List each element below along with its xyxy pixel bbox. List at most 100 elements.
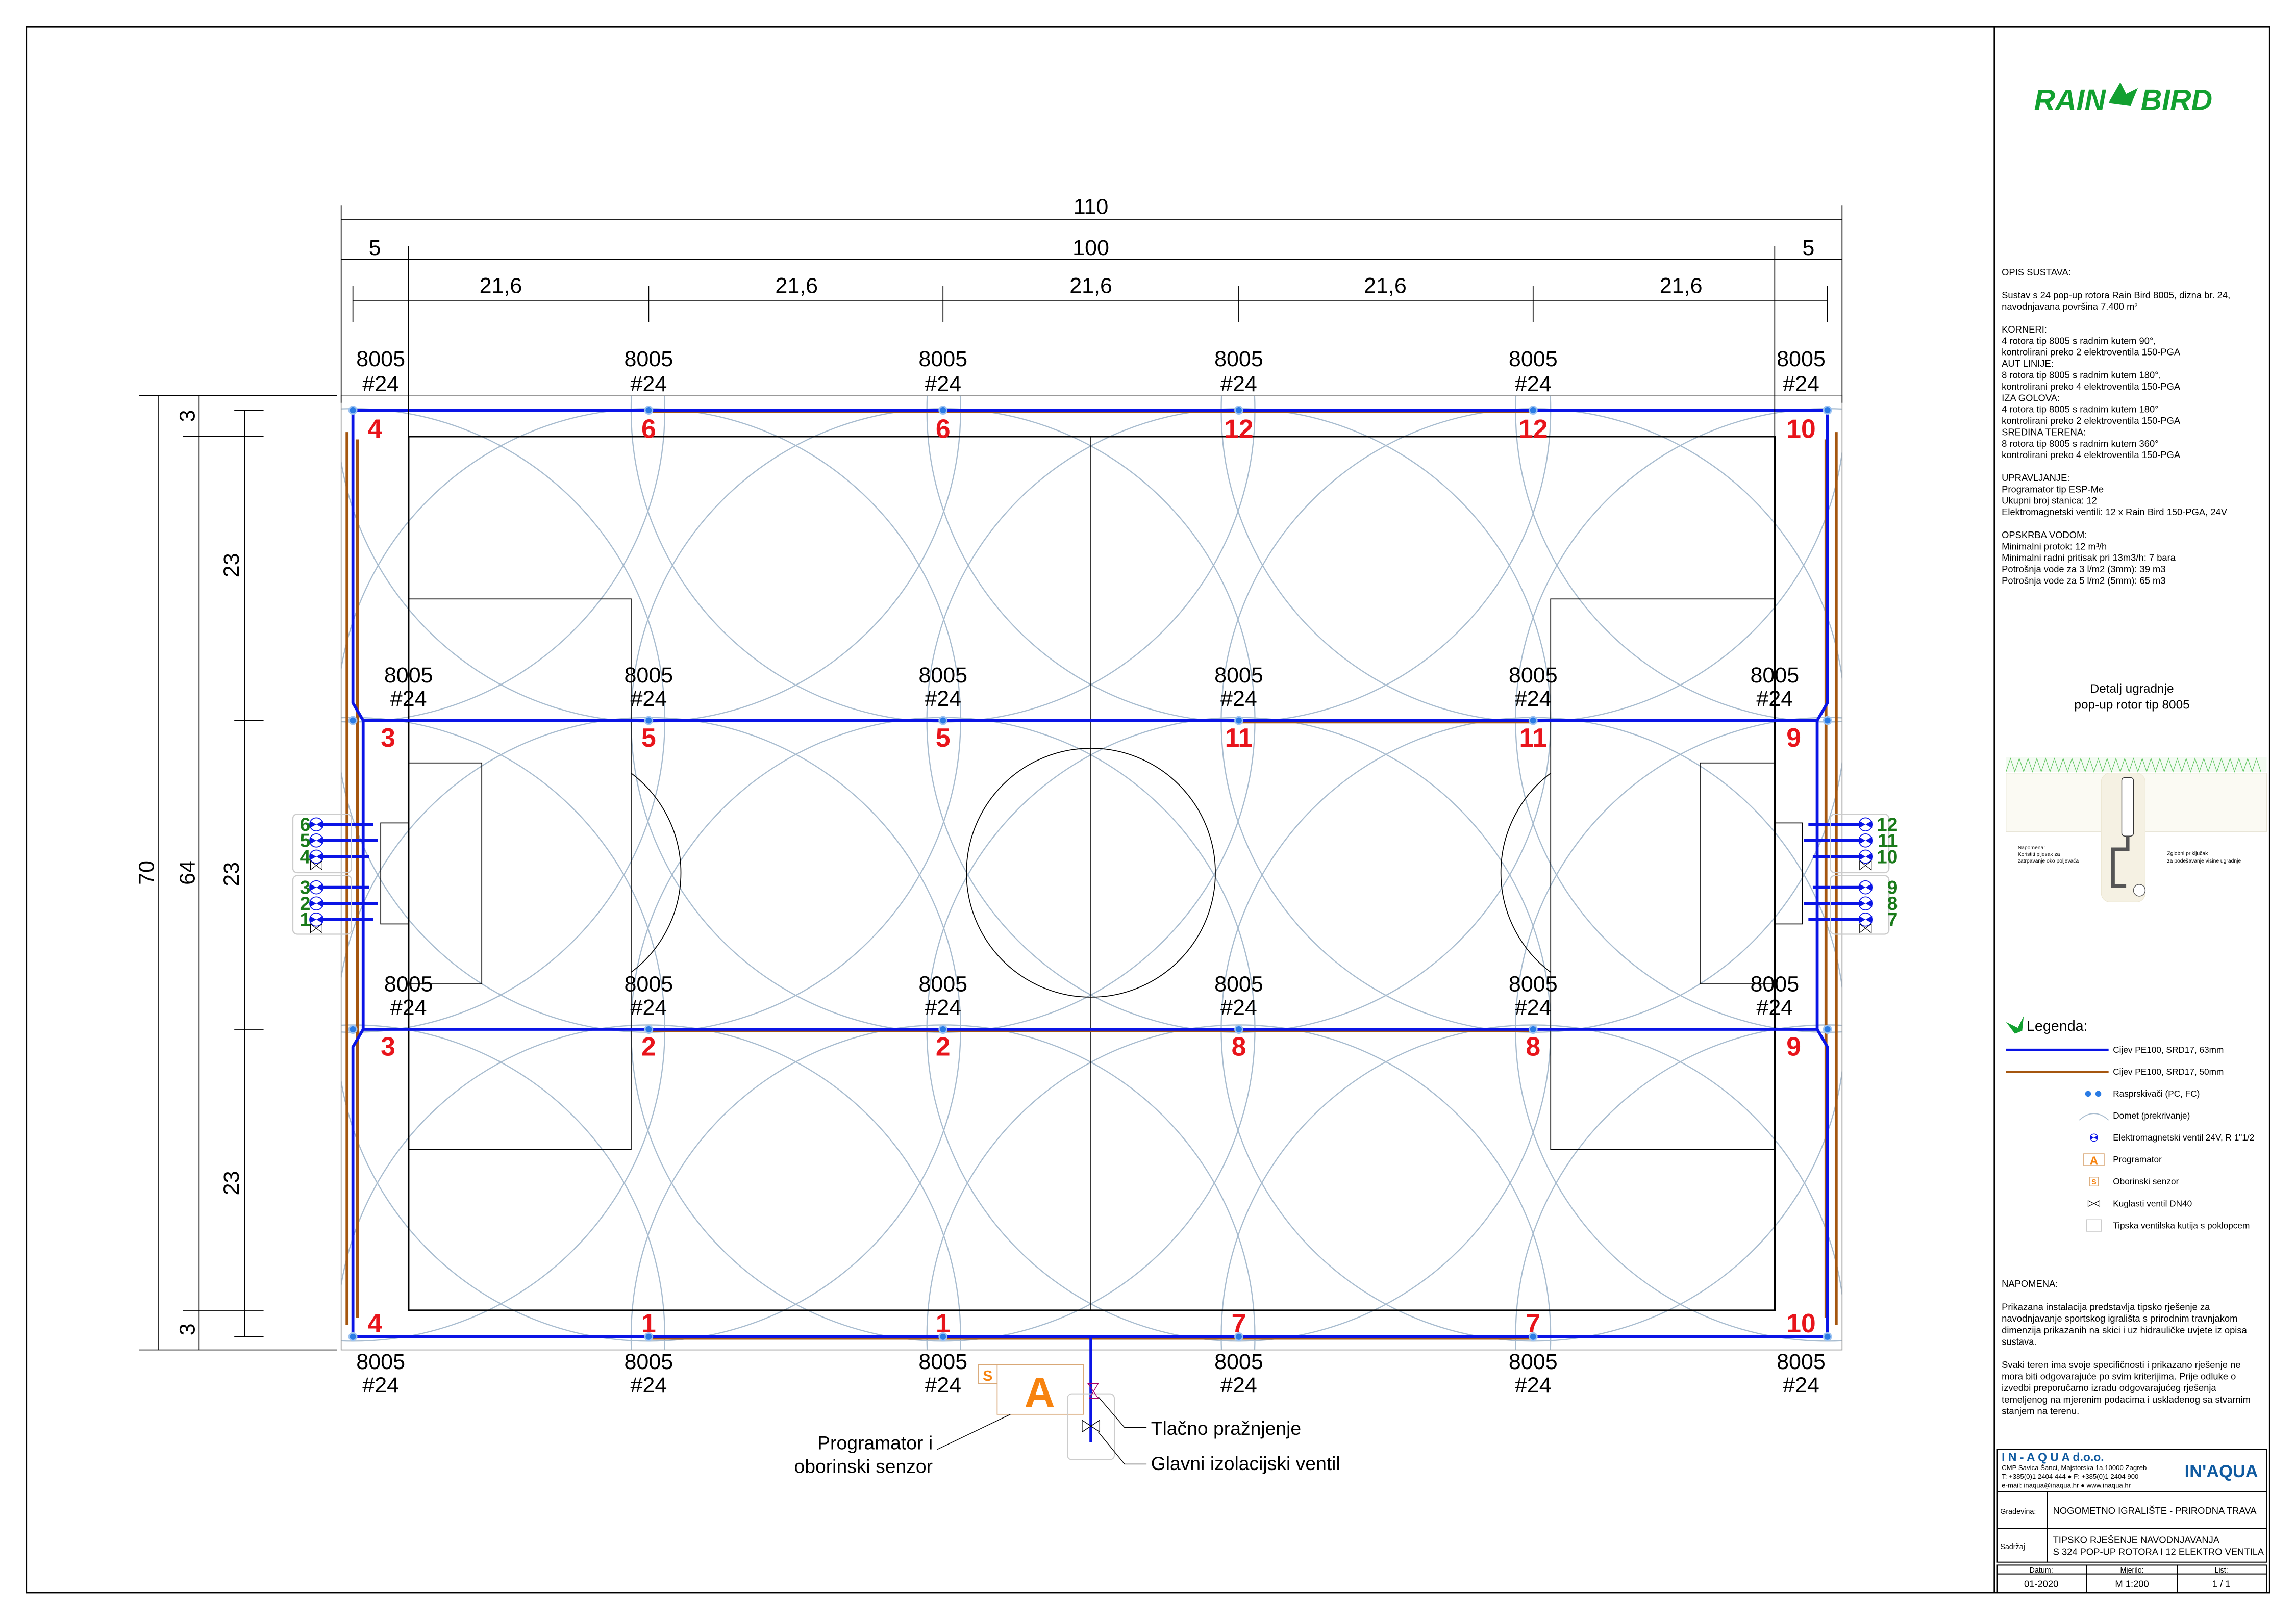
text-line: temeljenog na mjerenim podacima i usklađ… (2002, 1394, 2251, 1405)
sprinkler-icon[interactable] (1823, 716, 1832, 725)
solenoid-valve-icon[interactable] (1858, 896, 1873, 911)
text-line: UPRAVLJANJE: (2002, 472, 2069, 483)
left-goal (380, 822, 409, 925)
sprinkler-icon[interactable] (644, 406, 654, 415)
sprinkler-nozzle-label: #24 (1756, 687, 1793, 711)
controller-group[interactable]: S A (978, 1364, 1084, 1416)
zone-number: 1 (936, 1308, 951, 1338)
legend-label: Cijev PE100, SRD17, 50mm (2113, 1067, 2224, 1077)
sheet-label: List: (2214, 1566, 2228, 1575)
sprinkler-icon[interactable] (1528, 406, 1538, 415)
sprinkler-icon[interactable] (1234, 716, 1243, 725)
sprinkler-icon[interactable] (1234, 1025, 1243, 1034)
sprinkler-icon[interactable] (938, 716, 948, 725)
text-line: Elektromagnetski ventili: 12 x Rain Bird… (2002, 506, 2228, 517)
sprinkler-nozzle-label: #24 (362, 1373, 399, 1398)
ball-valve-icon[interactable] (1859, 860, 1872, 871)
legend-item: Elektromagnetski ventil 24V, R 1"1/2 (2090, 1132, 2254, 1143)
text-line: kontrolirani preko 4 elektroventila 150-… (2002, 449, 2181, 460)
main-valve-callout: Glavni izolacijski ventil (1151, 1453, 1340, 1474)
solenoid-valve-icon[interactable] (309, 833, 323, 848)
sprinkler-model-label: 8005 (1750, 972, 1799, 996)
sprinkler-icon[interactable] (644, 1332, 654, 1341)
sprinkler-model-label: 8005 (1214, 347, 1263, 371)
sprinkler-icon[interactable] (1823, 1332, 1832, 1341)
solenoid-valve-icon[interactable] (309, 817, 323, 832)
sprinkler-nozzle-label: #24 (1220, 995, 1257, 1020)
detail-title-line: Detalj ugradnje (2090, 682, 2174, 696)
solenoid-valve-icon[interactable] (309, 849, 323, 864)
sprinkler-icon[interactable] (348, 406, 358, 415)
valve-number: 6 (300, 814, 311, 835)
ball-valve-icon (2087, 1200, 2101, 1207)
text-line: kontrolirani preko 4 elektroventila 150-… (2002, 381, 2181, 392)
solenoid-valve-icon[interactable] (1858, 913, 1873, 927)
solenoid-valve-icon[interactable] (1858, 849, 1873, 864)
sprinkler-nozzle-label: #24 (925, 995, 961, 1020)
solenoid-valve-icon[interactable] (1858, 880, 1873, 895)
sprinkler-icon[interactable] (1234, 406, 1243, 415)
solenoid-valve-icon[interactable] (1858, 817, 1873, 832)
ball-valve-icon[interactable] (1859, 923, 1872, 933)
sprinkler-icon[interactable] (1528, 1025, 1538, 1034)
sprinkler-icon[interactable] (1234, 1332, 1243, 1341)
main-pipe (351, 409, 1829, 1338)
legend-label: Oborinski senzor (2113, 1176, 2179, 1186)
main-pipe (363, 719, 1817, 1442)
text-line: Prikazana instalacija predstavlja tipsko… (2002, 1301, 2210, 1312)
sprinkler-model-label: 8005 (1214, 663, 1263, 688)
sprinkler-nozzle-label: #24 (390, 687, 427, 711)
zone-number: 5 (641, 723, 656, 752)
solenoid-valve-icon[interactable] (1858, 833, 1873, 848)
sprinkler-nozzle-label: #24 (390, 995, 427, 1020)
sprinkler-nozzle-label: #24 (630, 687, 667, 711)
left-penalty-area (408, 598, 632, 1150)
ball-valve-icon[interactable] (310, 923, 322, 933)
sprinkler-icon[interactable] (1823, 1025, 1832, 1034)
ball-valve-icon[interactable] (310, 860, 322, 871)
solenoid-valve-icon[interactable] (309, 913, 323, 927)
sprinkler-icon[interactable] (348, 1332, 358, 1341)
content-line: S 324 POP-UP ROTORA I 12 ELEKTRO VENTILA (2053, 1546, 2264, 1557)
text-line: Minimalni protok: 12 m³/h (2002, 541, 2107, 551)
sprinkler-icon[interactable] (1528, 1332, 1538, 1341)
text-line: kontrolirani preko 2 elektroventila 150-… (2002, 347, 2181, 358)
date-label: Datum: (2030, 1566, 2053, 1575)
zone-number: 11 (1225, 723, 1253, 752)
text-line: Minimalni radni pritisak pri 13m3/h: 7 b… (2002, 552, 2176, 563)
sprinkler-icon[interactable] (938, 406, 948, 415)
sprinkler-icon[interactable] (644, 716, 654, 725)
solenoid-valve-icon[interactable] (309, 896, 323, 911)
legend-label: Tipska ventilska kutija s poklopcem (2113, 1220, 2250, 1230)
controller-symbol: A (1025, 1369, 1055, 1416)
main-valve-box (1067, 1393, 1115, 1460)
legend-label: Kuglasti ventil DN40 (2113, 1198, 2192, 1208)
sprinkler-icon[interactable] (1528, 716, 1538, 725)
legend-item: Cijev PE100, SRD17, 50mm (2006, 1067, 2224, 1077)
detail-note-line: Napomena: (2018, 845, 2045, 851)
sprinkler-icon[interactable] (938, 1025, 948, 1034)
sprinkler-model-label: 8005 (1750, 663, 1799, 688)
right-penalty-arc (1500, 773, 1551, 973)
controller-callout-line: Programator i (817, 1432, 933, 1454)
sprinkler-icon[interactable] (644, 1025, 654, 1034)
dimension-margin-left: 5 (369, 236, 381, 260)
sprinkler-nozzle-label: #24 (1515, 995, 1552, 1020)
dimension-field-length: 100 (1072, 236, 1109, 260)
sprinkler-icon[interactable] (1823, 406, 1832, 415)
zone-number: 6 (641, 414, 656, 444)
sprinkler-nozzle-label: #24 (925, 687, 961, 711)
rain-sensor-symbol: S (2091, 1178, 2097, 1186)
valve-number: 3 (300, 877, 311, 898)
touchlines (407, 436, 1776, 1311)
sprinkler-icon[interactable] (938, 1332, 948, 1341)
sprinkler-icon[interactable] (348, 716, 358, 725)
sprinkler-icon[interactable] (348, 1025, 358, 1034)
text-line: 8 rotora tip 8005 s radnim kutem 360° (2002, 438, 2158, 449)
dimension-total-width: 70 (134, 860, 159, 885)
text-line: AUT LINIJE: (2002, 358, 2054, 369)
zone-number: 10 (1786, 1308, 1815, 1338)
solenoid-valve-icon[interactable] (309, 880, 323, 895)
